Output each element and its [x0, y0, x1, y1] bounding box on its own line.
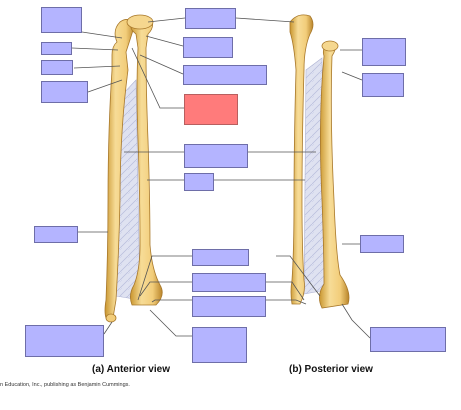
posterior-radius [319, 41, 350, 309]
anterior-radius [130, 16, 163, 306]
label-box-2[interactable] [41, 42, 72, 55]
anterior-radial-head [126, 14, 154, 30]
label-box-7[interactable] [183, 65, 267, 85]
label-box-11[interactable] [34, 226, 78, 243]
label-box-10[interactable] [184, 173, 214, 191]
label-box-5[interactable] [185, 8, 236, 29]
posterior-radial-head [321, 40, 339, 52]
label-box-6[interactable] [183, 37, 233, 58]
label-box-19[interactable] [360, 235, 404, 253]
label-box-3[interactable] [41, 60, 73, 75]
label-box-17[interactable] [362, 38, 406, 66]
publisher-credit: n Education, Inc., publishing as Benjami… [0, 382, 130, 388]
label-box-14[interactable] [192, 296, 266, 317]
label-box-16[interactable] [192, 327, 247, 363]
label-box-4[interactable] [41, 81, 88, 103]
anterior-view [104, 14, 163, 323]
leader-lines [71, 17, 371, 339]
anterior-ulnar-styloid [105, 313, 117, 323]
anterior-view-caption: (a) Anterior view [92, 364, 170, 375]
label-box-18[interactable] [362, 73, 404, 97]
label-box-15[interactable] [25, 325, 104, 357]
label-box-12[interactable] [192, 249, 249, 266]
label-box-9[interactable] [184, 144, 248, 168]
label-box-20[interactable] [370, 327, 446, 352]
label-box-13[interactable] [192, 273, 266, 292]
label-box-1[interactable] [41, 7, 82, 33]
label-box-8-highlighted[interactable] [184, 94, 238, 125]
posterior-view [289, 14, 350, 309]
posterior-ulna [289, 14, 314, 305]
posterior-view-caption: (b) Posterior view [289, 364, 373, 375]
